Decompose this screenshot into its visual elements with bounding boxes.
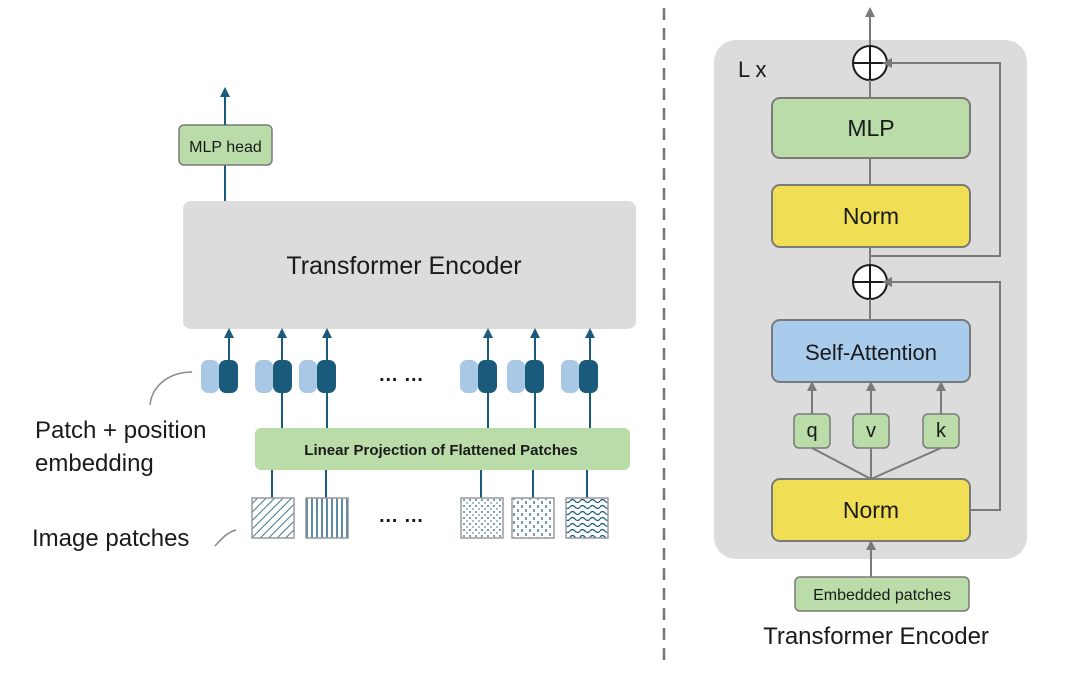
embedded-patches-label: Embedded patches [813,587,951,604]
residual-skip-top [870,58,1001,257]
qvk-arrows [807,381,946,414]
token-3 [460,360,497,393]
key-label: k [936,420,947,442]
residual-add-middle [852,264,888,300]
patch-2 [460,497,504,539]
patch-1 [305,497,349,539]
patch-position-embedding-label-line2: embedding [35,450,154,477]
image-patches [251,497,609,539]
transformer-encoder-box [183,201,636,329]
self-attention-label: Self-Attention [805,340,937,365]
norm-bottom-label: Norm [843,497,899,523]
patch-4 [565,497,609,539]
image-patches-pointer-curve [214,529,237,547]
projection-to-token-lines [281,393,591,428]
value-label: v [866,420,876,442]
token-embeddings [201,360,598,393]
repeat-count-label: L x [738,57,767,82]
norm-to-qvk-lines [811,447,942,480]
transformer-encoder-label: Transformer Encoder [286,252,521,280]
mlp-head-label: MLP head [189,139,262,156]
patch-ellipsis: … … [378,505,424,527]
patch-3 [511,497,555,539]
embedded-patches-box [794,576,970,612]
token-2 [299,360,336,393]
token-0 [201,360,238,393]
token-4 [507,360,544,393]
encoder-caption: Transformer Encoder [763,623,989,650]
image-patches-label: Image patches [32,525,189,552]
query-label: q [806,420,817,442]
token-5 [561,360,598,393]
token-1 [255,360,292,393]
token-arrows [224,328,595,360]
token-ellipsis: … … [378,364,424,386]
linear-projection-box [255,428,630,470]
residual-add-top [852,45,888,81]
patch-0 [251,497,295,539]
linear-projection-label: Linear Projection of Flattened Patches [304,442,577,459]
patch-to-projection-lines [271,470,588,498]
residual-skip-bottom [882,277,1001,511]
patch-position-embedding-label-line1: Patch + position [35,417,206,444]
norm-top-label: Norm [843,203,899,229]
embedding-pointer-curve [149,371,193,406]
mlp-label: MLP [847,115,894,141]
